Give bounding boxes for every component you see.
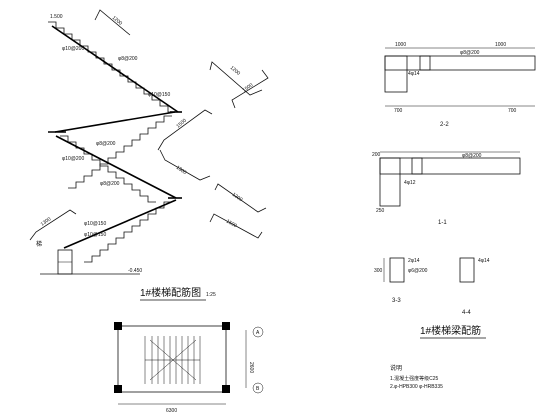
notes-line: 2.φ-HPB300 φ-HRB335 (390, 384, 443, 390)
rebar-label: φ8@200 (118, 56, 138, 62)
beam-rebar: 4φ12 (404, 180, 416, 186)
section-scale: 1:25 (206, 292, 216, 298)
beam-details: 1000 1000 φ8@200 4φ14 700 700 2-2 200 φ8… (372, 42, 536, 339)
notes-line: 1.混凝土强度等级C25 (390, 375, 439, 382)
axis-a: A (256, 330, 260, 336)
bar-dim: 1500 (175, 118, 188, 130)
beam-rebar: 2φ14 (408, 258, 420, 264)
left-mark: 梯 (36, 240, 42, 248)
top-label: 1.500 (50, 14, 63, 20)
rebar-label: φ10@150 (84, 232, 106, 238)
beam-title: 1#楼梯梁配筋 (420, 324, 481, 337)
rebar-label: φ10@200 (62, 156, 84, 162)
bar-dim: 1500 (225, 219, 238, 230)
beam-dim: 1000 (395, 42, 406, 48)
rebar-label: φ10@150 (84, 221, 106, 227)
notes: 说明 1.混凝土强度等级C25 2.φ-HPB300 φ-HRB335 (390, 364, 443, 390)
stair-section: -0.450 梯 1.500 φ10@200 φ8@200 φ10@150 φ8… (29, 9, 269, 301)
beam-rebar: 4φ14 (408, 71, 420, 77)
section-title: 1#楼梯配筋图 (140, 286, 201, 299)
beam-rebar: 4φ14 (478, 258, 490, 264)
bar-dim: 1500 (242, 82, 255, 93)
beam-rebar: φ8@200 (460, 50, 480, 56)
beam-dim: 200 (372, 152, 381, 158)
section-4-4: 4-4 (462, 310, 471, 316)
rebar-label: φ10@200 (62, 46, 84, 52)
bar-dim: 1200 (231, 192, 244, 203)
section-3-3: 3-3 (392, 298, 401, 304)
stair-plan: 6300 2600 A B (114, 322, 264, 414)
axis-b: B (256, 386, 260, 392)
bar-dim: 1300 (40, 216, 53, 227)
rebar-label: φ8@200 (96, 141, 116, 147)
beam-dim: 700 (508, 108, 517, 114)
bar-dim: 1200 (229, 65, 242, 77)
section-1-1: 1-1 (438, 220, 447, 226)
bar-dim: 1300 (175, 165, 188, 176)
rebar-label: φ8@200 (100, 181, 120, 187)
rebar-label: φ10@150 (148, 92, 170, 98)
notes-heading: 说明 (390, 364, 402, 372)
beam-dim: 250 (376, 208, 385, 214)
beam-rebar: φ6@200 (408, 268, 428, 274)
ground-elevation: -0.450 (128, 268, 142, 274)
beam-dim: 300 (374, 268, 383, 274)
beam-dim: 700 (394, 108, 403, 114)
plan-dim-total: 6300 (166, 408, 177, 414)
plan-dim-side: 2600 (248, 362, 254, 373)
beam-dim: 1000 (495, 42, 506, 48)
section-2-2: 2-2 (440, 122, 449, 128)
beam-rebar: φ8@200 (462, 153, 482, 159)
bar-dim: 1200 (111, 15, 124, 27)
